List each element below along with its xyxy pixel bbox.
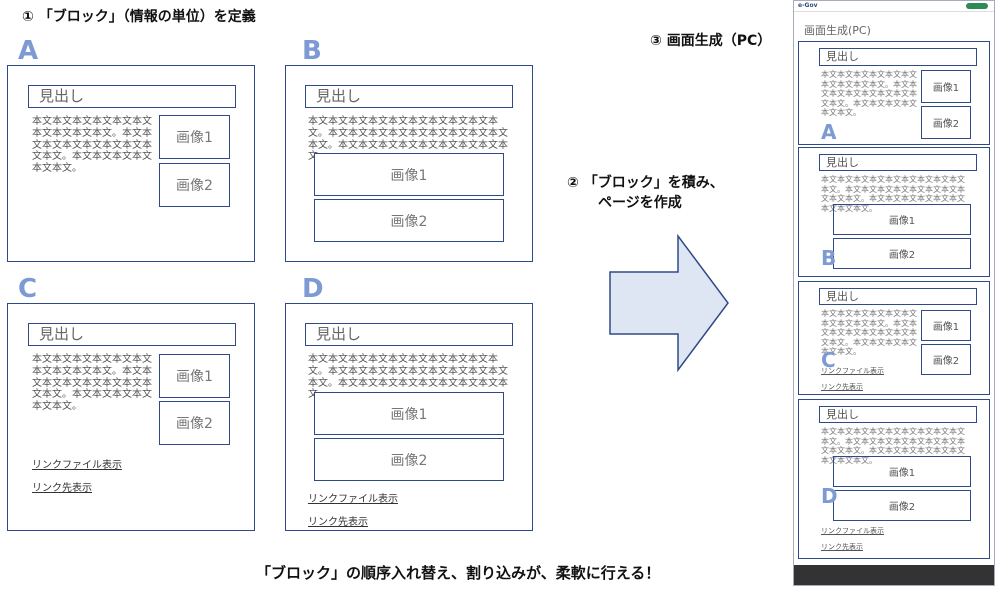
preview-header: e-Gov [794, 1, 994, 12]
block-a-heading: 見出し [28, 85, 236, 108]
preview-block-c-link-dest[interactable]: リンク先表示 [821, 383, 863, 391]
preview-block-b-heading: 見出し [819, 154, 977, 171]
block-c-letter: C [18, 274, 38, 304]
preview-block-d-heading: 見出し [819, 406, 977, 423]
preview-block-a-heading: 見出し [819, 48, 977, 66]
preview-block-a-body: 本文本文本文本文本文本文本文本文本文本文。本文本文本文本文本文本文本文本文本文。… [821, 70, 917, 117]
preview-block-a: 見出し 本文本文本文本文本文本文本文本文本文本文。本文本文本文本文本文本文本文本… [798, 41, 990, 145]
block-d-image2: 画像2 [314, 438, 504, 481]
block-c-body: 本文本文本文本文本文本文本文本文本文本文。本文本文本文本文本文本文本文本文本文。… [32, 354, 152, 413]
step1-title: ① 「ブロック」（情報の単位）を定義 [22, 9, 256, 25]
preview-block-c: 見出し 本文本文本文本文本文本文本文本文本文本文。本文本文本文本文本文本文本文本… [798, 281, 990, 395]
step3-title: ③ 画面生成（PC） [650, 33, 772, 49]
preview-block-c-heading: 見出し [819, 288, 977, 305]
preview-block-b: 見出し 本文本文本文本文本文本文本文本文本文本文。本文本文本文本文本文本文本文本… [798, 147, 990, 277]
preview-header-button [966, 3, 988, 9]
preview-block-c-body: 本文本文本文本文本文本文本文本文本文本文。本文本文本文本文本文本文本文本文本文。… [821, 309, 917, 356]
block-c: 見出し 本文本文本文本文本文本文本文本文本文本文。本文本文本文本文本文本文本文本… [7, 303, 255, 531]
block-d-image1: 画像1 [314, 392, 504, 435]
block-d-letter: D [302, 274, 324, 304]
preview-block-d-link-dest[interactable]: リンク先表示 [821, 543, 863, 551]
right-arrow-icon [609, 233, 729, 373]
block-d-heading: 見出し [305, 323, 513, 346]
preview-block-a-letter: A [821, 120, 837, 144]
preview-block-b-body: 本文本文本文本文本文本文本文本文本文本文。本文本文本文本文本文本文本文本文本文本… [821, 175, 965, 213]
preview-block-c-image2: 画像2 [921, 344, 971, 375]
preview-footer [794, 565, 994, 585]
block-c-heading: 見出し [28, 323, 236, 346]
page-preview: e-Gov 画面生成(PC) 見出し 本文本文本文本文本文本文本文本文本文本文。… [793, 0, 995, 586]
step2-title-line2: ページを作成 [598, 195, 682, 211]
preview-logo: e-Gov [798, 2, 818, 9]
preview-block-d-letter: D [821, 484, 838, 508]
block-c-image1: 画像1 [159, 354, 230, 398]
block-c-image2: 画像2 [159, 401, 230, 445]
block-a-body: 本文本文本文本文本文本文本文本文本文本文。本文本文本文本文本文本文本文本文本文。… [32, 116, 152, 175]
preview-block-d-image1: 画像1 [833, 456, 971, 487]
block-b-image1: 画像1 [314, 153, 504, 196]
block-b: 見出し 本文本文本文本文本文本文本文本文本文本文。本文本文本文本文本文本文本文本… [285, 65, 533, 262]
block-c-link-dest[interactable]: リンク先表示 [32, 483, 92, 494]
preview-block-b-image1: 画像1 [833, 204, 971, 235]
preview-block-c-link-file[interactable]: リンクファイル表示 [821, 367, 884, 375]
footer-caption: 「ブロック」の順序入れ替え、割り込みが、柔軟に行える！ [256, 564, 661, 582]
block-a-image1: 画像1 [159, 115, 230, 159]
block-a-letter: A [18, 36, 39, 66]
block-b-heading: 見出し [305, 85, 513, 108]
preview-block-c-letter: C [821, 348, 836, 372]
preview-block-d-link-file[interactable]: リンクファイル表示 [821, 527, 884, 535]
preview-block-d-image2: 画像2 [833, 490, 971, 521]
block-c-link-file[interactable]: リンクファイル表示 [32, 460, 122, 471]
block-a: 見出し 本文本文本文本文本文本文本文本文本文本文。本文本文本文本文本文本文本文本… [7, 65, 255, 262]
preview-block-d-body: 本文本文本文本文本文本文本文本文本文本文。本文本文本文本文本文本文本文本文本文本… [821, 427, 965, 465]
preview-block-d: 見出し 本文本文本文本文本文本文本文本文本文本文。本文本文本文本文本文本文本文本… [798, 399, 990, 559]
preview-block-c-image1: 画像1 [921, 310, 971, 341]
block-d-link-dest[interactable]: リンク先表示 [308, 517, 368, 528]
preview-block-b-letter: B [821, 246, 837, 270]
block-a-image2: 画像2 [159, 163, 230, 207]
preview-block-a-image2: 画像2 [921, 106, 971, 139]
block-b-image2: 画像2 [314, 199, 504, 242]
block-d-link-file[interactable]: リンクファイル表示 [308, 494, 398, 505]
block-d: 見出し 本文本文本文本文本文本文本文本文本文本文。本文本文本文本文本文本文本文本… [285, 303, 533, 531]
preview-page-title: 画面生成(PC) [804, 24, 871, 37]
preview-block-a-image1: 画像1 [921, 70, 971, 103]
step2-title: ② 「ブロック」を積み、 [567, 175, 724, 191]
block-b-letter: B [302, 36, 322, 66]
preview-block-b-image2: 画像2 [833, 238, 971, 269]
